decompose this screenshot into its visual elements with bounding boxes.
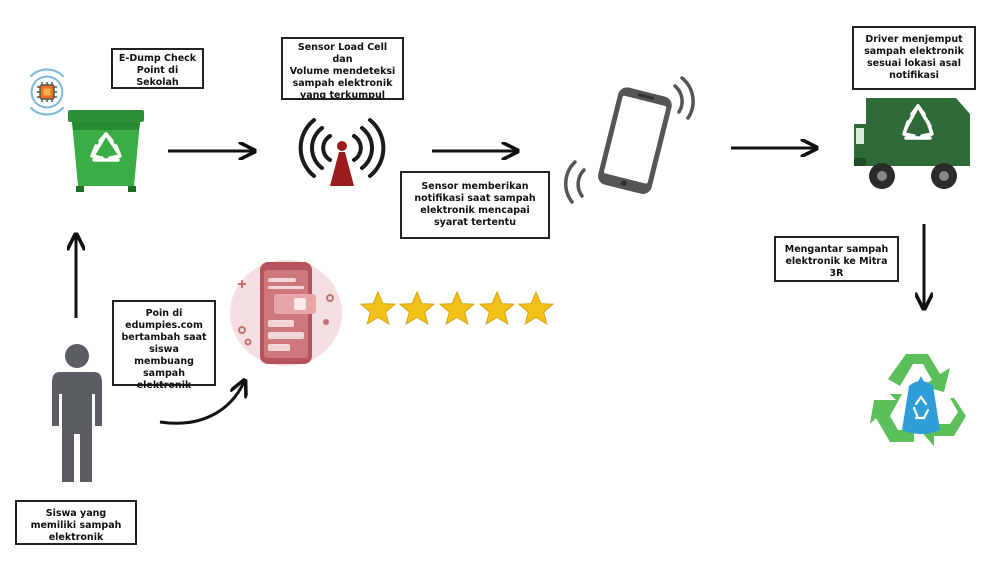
- label-sensor-volume: Sensor Load Cell dan Volume mendeteksi s…: [281, 37, 404, 101]
- star-icon: [438, 290, 476, 326]
- recycle-bin-icon: [68, 110, 144, 192]
- label-driver: Driver menjemput sampah elektronik sesua…: [852, 26, 976, 90]
- recycle-bag-icon: [870, 354, 966, 446]
- star-icon: [517, 290, 555, 326]
- star-rating: [359, 290, 556, 331]
- label-notification: Sensor memberikan notifikasi saat sampah…: [400, 171, 550, 239]
- iot-chip-icon: [30, 68, 64, 116]
- smartphone-icon: [564, 76, 695, 204]
- arrow-student-to-app: [159, 382, 244, 425]
- star-icon: [359, 290, 397, 326]
- garbage-truck-icon: [854, 98, 970, 189]
- label-checkpoint: E-Dump Check Point di Sekolah: [111, 48, 204, 89]
- antenna-icon: [298, 118, 386, 186]
- label-student: Siswa yang memiliki sampah elektronik: [15, 500, 137, 545]
- star-icon: [398, 290, 436, 326]
- label-deliver: Mengantar sampah elektronik ke Mitra 3R: [774, 236, 899, 282]
- label-points: Poin di edumpies.com bertambah saat sisw…: [112, 300, 216, 391]
- mobile-app-icon: [230, 260, 342, 366]
- person-icon: [52, 344, 102, 482]
- star-icon: [478, 290, 516, 326]
